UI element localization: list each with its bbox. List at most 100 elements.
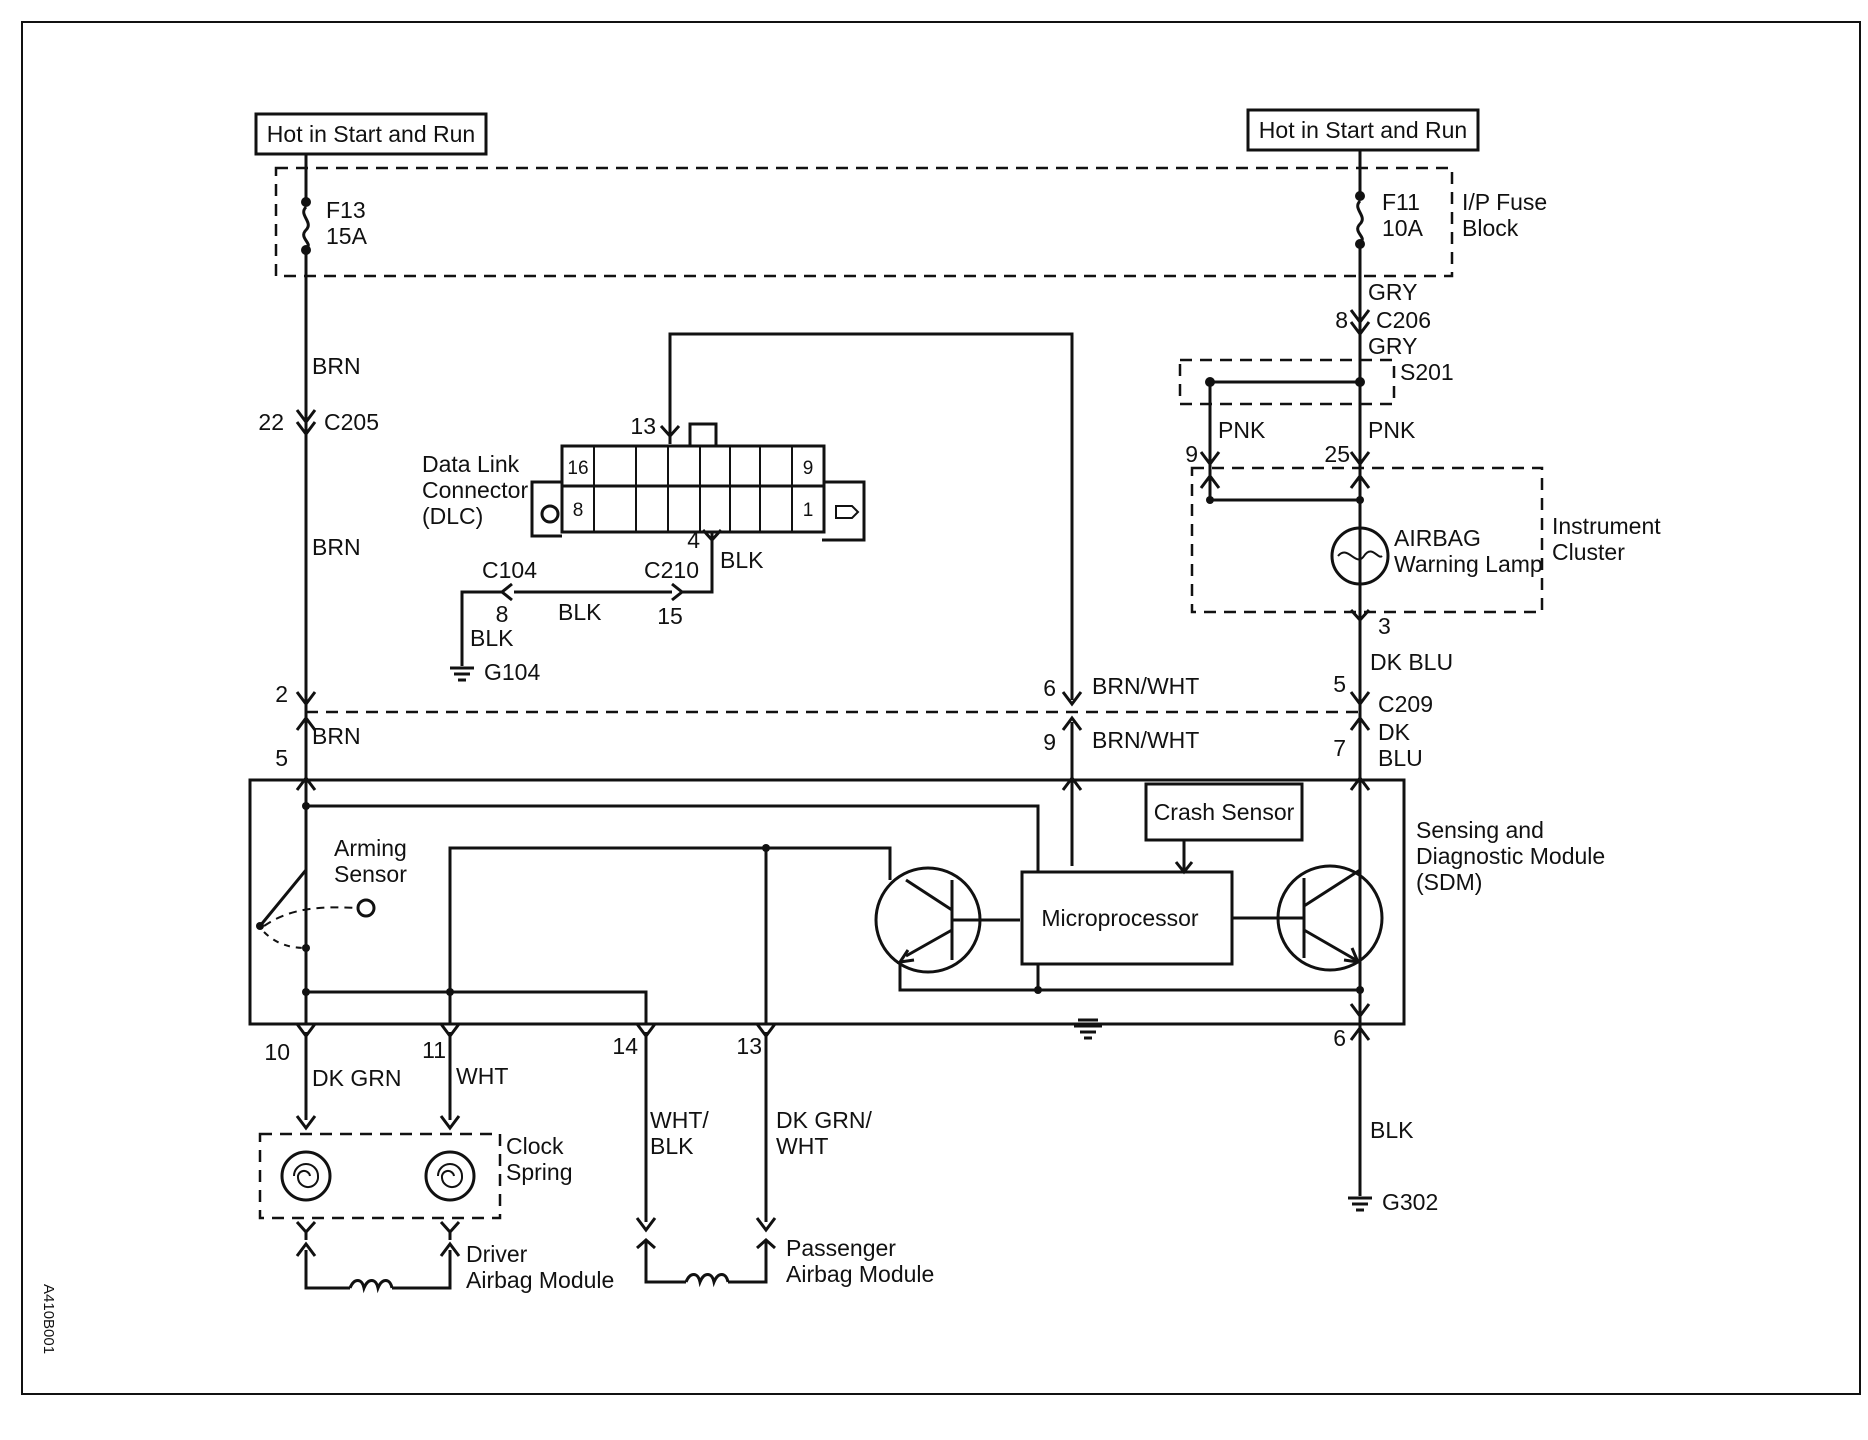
lamp-label-2: Warning Lamp xyxy=(1394,551,1543,577)
ground-g104-symbol xyxy=(450,666,474,682)
right-circuit: GRY 8 C206 GRY S201 PNK PNK 9 25 AIRBAG … xyxy=(1178,246,1661,1215)
wire-wht: WHT xyxy=(456,1063,508,1089)
c209-pin-7: 7 xyxy=(1333,735,1346,761)
wire-brnwht-1: BRN/WHT xyxy=(1092,673,1199,699)
fuse-f13-rating: 15A xyxy=(326,223,368,249)
wire-dkgrnwht-a: DK GRN/ xyxy=(776,1107,872,1133)
microprocessor-box xyxy=(1020,870,1234,966)
connector-c209: C209 xyxy=(1378,691,1433,717)
sdm-label-3: (SDM) xyxy=(1416,869,1482,895)
driver-module-label-2: Airbag Module xyxy=(466,1267,614,1293)
clock-spring-coil-left xyxy=(280,1150,332,1202)
sdm-pin-10: 10 xyxy=(264,1039,290,1065)
dlc-label-2: Connector xyxy=(422,477,528,503)
wire-brnwht-2: BRN/WHT xyxy=(1092,727,1199,753)
arming-label-1: Arming xyxy=(334,835,407,861)
diagram-frame xyxy=(21,21,1861,1395)
fuse-block-label-1: I/P Fuse xyxy=(1462,189,1547,215)
airbag-lamp-symbol xyxy=(1330,526,1390,586)
clock-spring-coil-right xyxy=(424,1150,476,1202)
left-brn-circuit: BRN 22 C205 BRN 2 BRN 5 xyxy=(258,250,379,1000)
wire-dkblu-2a: DK xyxy=(1378,719,1411,745)
pin-8: 8 xyxy=(1335,307,1348,333)
wire-dkgrnwht-b: WHT xyxy=(776,1133,828,1159)
wire-brn-3: BRN xyxy=(312,723,361,749)
c104-pin-8: 8 xyxy=(496,601,509,627)
dlc-wire-blk-a: BLK xyxy=(720,547,764,573)
dlc-wire-blk-c: BLK xyxy=(470,625,514,651)
wire-whtblk-a: WHT/ xyxy=(650,1107,709,1133)
wire-gry-2: GRY xyxy=(1368,333,1417,359)
cluster-label-2: Cluster xyxy=(1552,539,1625,565)
ground-g302-symbol xyxy=(1348,1196,1372,1212)
connector-c206: C206 xyxy=(1376,307,1431,333)
data-link-connector: Data Link Connector (DLC) 16 9 8 1 13 xyxy=(422,332,1074,700)
c209-pin-5: 5 xyxy=(1333,671,1346,697)
dlc-pin-13: 13 xyxy=(630,413,656,439)
power-source-left: Hot in Start and Run xyxy=(254,112,488,156)
dlc-pin-4: 4 xyxy=(687,527,700,553)
fuse-f11: F11 10A I/P Fuse Block xyxy=(1355,150,1547,249)
power-left-label: Hot in Start and Run xyxy=(267,121,475,147)
wire-dkblu-1: DK BLU xyxy=(1370,649,1453,675)
cluster-pin-3: 3 xyxy=(1378,613,1391,639)
sdm-pin-11: 11 xyxy=(422,1037,446,1063)
connector-c210: C210 xyxy=(644,557,699,583)
wire-pnk-2: PNK xyxy=(1368,417,1416,443)
wire-brn-2: BRN xyxy=(312,534,361,560)
sdm-pin-13: 13 xyxy=(736,1033,762,1059)
clock-spring-box xyxy=(258,1132,502,1220)
crash-sensor-box xyxy=(1144,782,1304,842)
ground-g104: G104 xyxy=(484,659,540,685)
dlc-label-3: (DLC) xyxy=(422,503,483,529)
clock-spring-label-2: Spring xyxy=(506,1159,572,1185)
pin-22: 22 xyxy=(258,409,284,435)
connector-c104: C104 xyxy=(482,557,537,583)
microprocessor-label: Microprocessor xyxy=(1041,905,1199,931)
middle-brnwht-circuit: 6 BRN/WHT 9 BRN/WHT xyxy=(1043,673,1199,866)
arming-label-2: Sensor xyxy=(334,861,407,887)
dlc-pin-9: 9 xyxy=(803,458,814,479)
wire-brn-1: BRN xyxy=(312,353,361,379)
cluster-pin-9: 9 xyxy=(1185,441,1198,467)
dlc-pin-1: 1 xyxy=(803,500,814,521)
clock-spring-label-1: Clock xyxy=(506,1133,564,1159)
fuse-f11-name: F11 xyxy=(1382,189,1420,215)
sdm-label-1: Sensing and xyxy=(1416,817,1544,843)
ground-g302: G302 xyxy=(1382,1189,1438,1215)
mid-pin-6: 6 xyxy=(1043,675,1056,701)
crash-sensor-label: Crash Sensor xyxy=(1154,799,1295,825)
sdm-ground-symbol xyxy=(1074,1018,1102,1040)
lamp-label-1: AIRBAG xyxy=(1394,525,1481,551)
wire-gry-1: GRY xyxy=(1368,279,1417,305)
passenger-module-label-2: Airbag Module xyxy=(786,1261,934,1287)
fuse-f11-rating: 10A xyxy=(1382,215,1424,241)
sdm-module: Sensing and Diagnostic Module (SDM) Armi… xyxy=(248,778,1605,1040)
cluster-label-1: Instrument xyxy=(1552,513,1661,539)
dlc-pin-8: 8 xyxy=(573,500,584,521)
wire-pnk-1: PNK xyxy=(1218,417,1266,443)
output-circuits: 10 DK GRN 11 WHT Clock Spring Driver Air… xyxy=(258,1022,934,1294)
wire-blk-g302: BLK xyxy=(1370,1117,1414,1143)
fuse-block-label-2: Block xyxy=(1462,215,1519,241)
wire-whtblk-b: BLK xyxy=(650,1133,694,1159)
mid-pin-9: 9 xyxy=(1043,729,1056,755)
power-right-label: Hot in Start and Run xyxy=(1259,117,1467,143)
dlc-label-1: Data Link xyxy=(422,451,520,477)
cluster-pin-25: 25 xyxy=(1324,441,1350,467)
sdm-pin-6: 6 xyxy=(1333,1025,1346,1051)
sdm-pin-14: 14 xyxy=(612,1033,638,1059)
connector-c205: C205 xyxy=(324,409,379,435)
dlc-wire-blk-b: BLK xyxy=(558,599,602,625)
wire-dkgrn: DK GRN xyxy=(312,1065,401,1091)
sdm-label-2: Diagnostic Module xyxy=(1416,843,1605,869)
pin-2: 2 xyxy=(275,681,288,707)
wire-dkblu-2b: BLU xyxy=(1378,745,1423,771)
fuse-f13-name: F13 xyxy=(326,197,366,223)
figure-id: A410B001 xyxy=(40,1284,57,1354)
pin-5: 5 xyxy=(275,745,288,771)
driver-module-label-1: Driver xyxy=(466,1241,528,1267)
ip-fuse-block xyxy=(274,166,1454,278)
dlc-pin-16: 16 xyxy=(567,458,588,479)
